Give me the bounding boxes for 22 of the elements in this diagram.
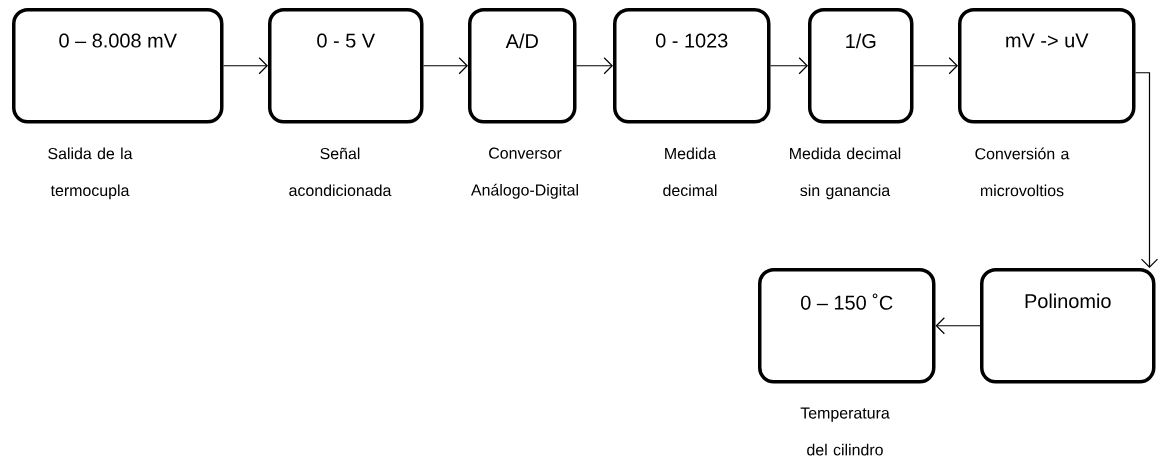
caption-text: Señal acondicionada <box>289 147 392 197</box>
caption-text: Temperatura del cilindro <box>800 407 890 456</box>
process-box: 1/G <box>808 8 914 124</box>
caption-text: Conversión a microvoltios <box>975 147 1070 197</box>
process-box: 0 – 8.008 mV <box>12 8 224 124</box>
process-box: Polinomio <box>980 268 1156 384</box>
caption-text: Medida decimal <box>663 147 717 197</box>
arrow <box>1134 72 1159 268</box>
process-box: 0 - 5 V <box>268 8 424 124</box>
caption-text: Salida de la termocupla <box>48 147 133 200</box>
process-box: mV -> uV <box>958 8 1136 124</box>
process-box: 0 - 1023 <box>613 8 771 124</box>
process-box: A/D <box>468 8 577 124</box>
caption-text: Conversor Análogo-Digital <box>471 147 578 199</box>
arrow <box>769 57 808 75</box>
arrow <box>222 57 268 75</box>
process-box: 0 – 150 ˚C <box>758 268 936 384</box>
arrow <box>422 57 468 75</box>
arrow <box>912 57 958 75</box>
caption-text: Medida decimal sin ganancia <box>790 147 901 200</box>
arrow <box>935 317 981 335</box>
arrow <box>575 57 613 75</box>
